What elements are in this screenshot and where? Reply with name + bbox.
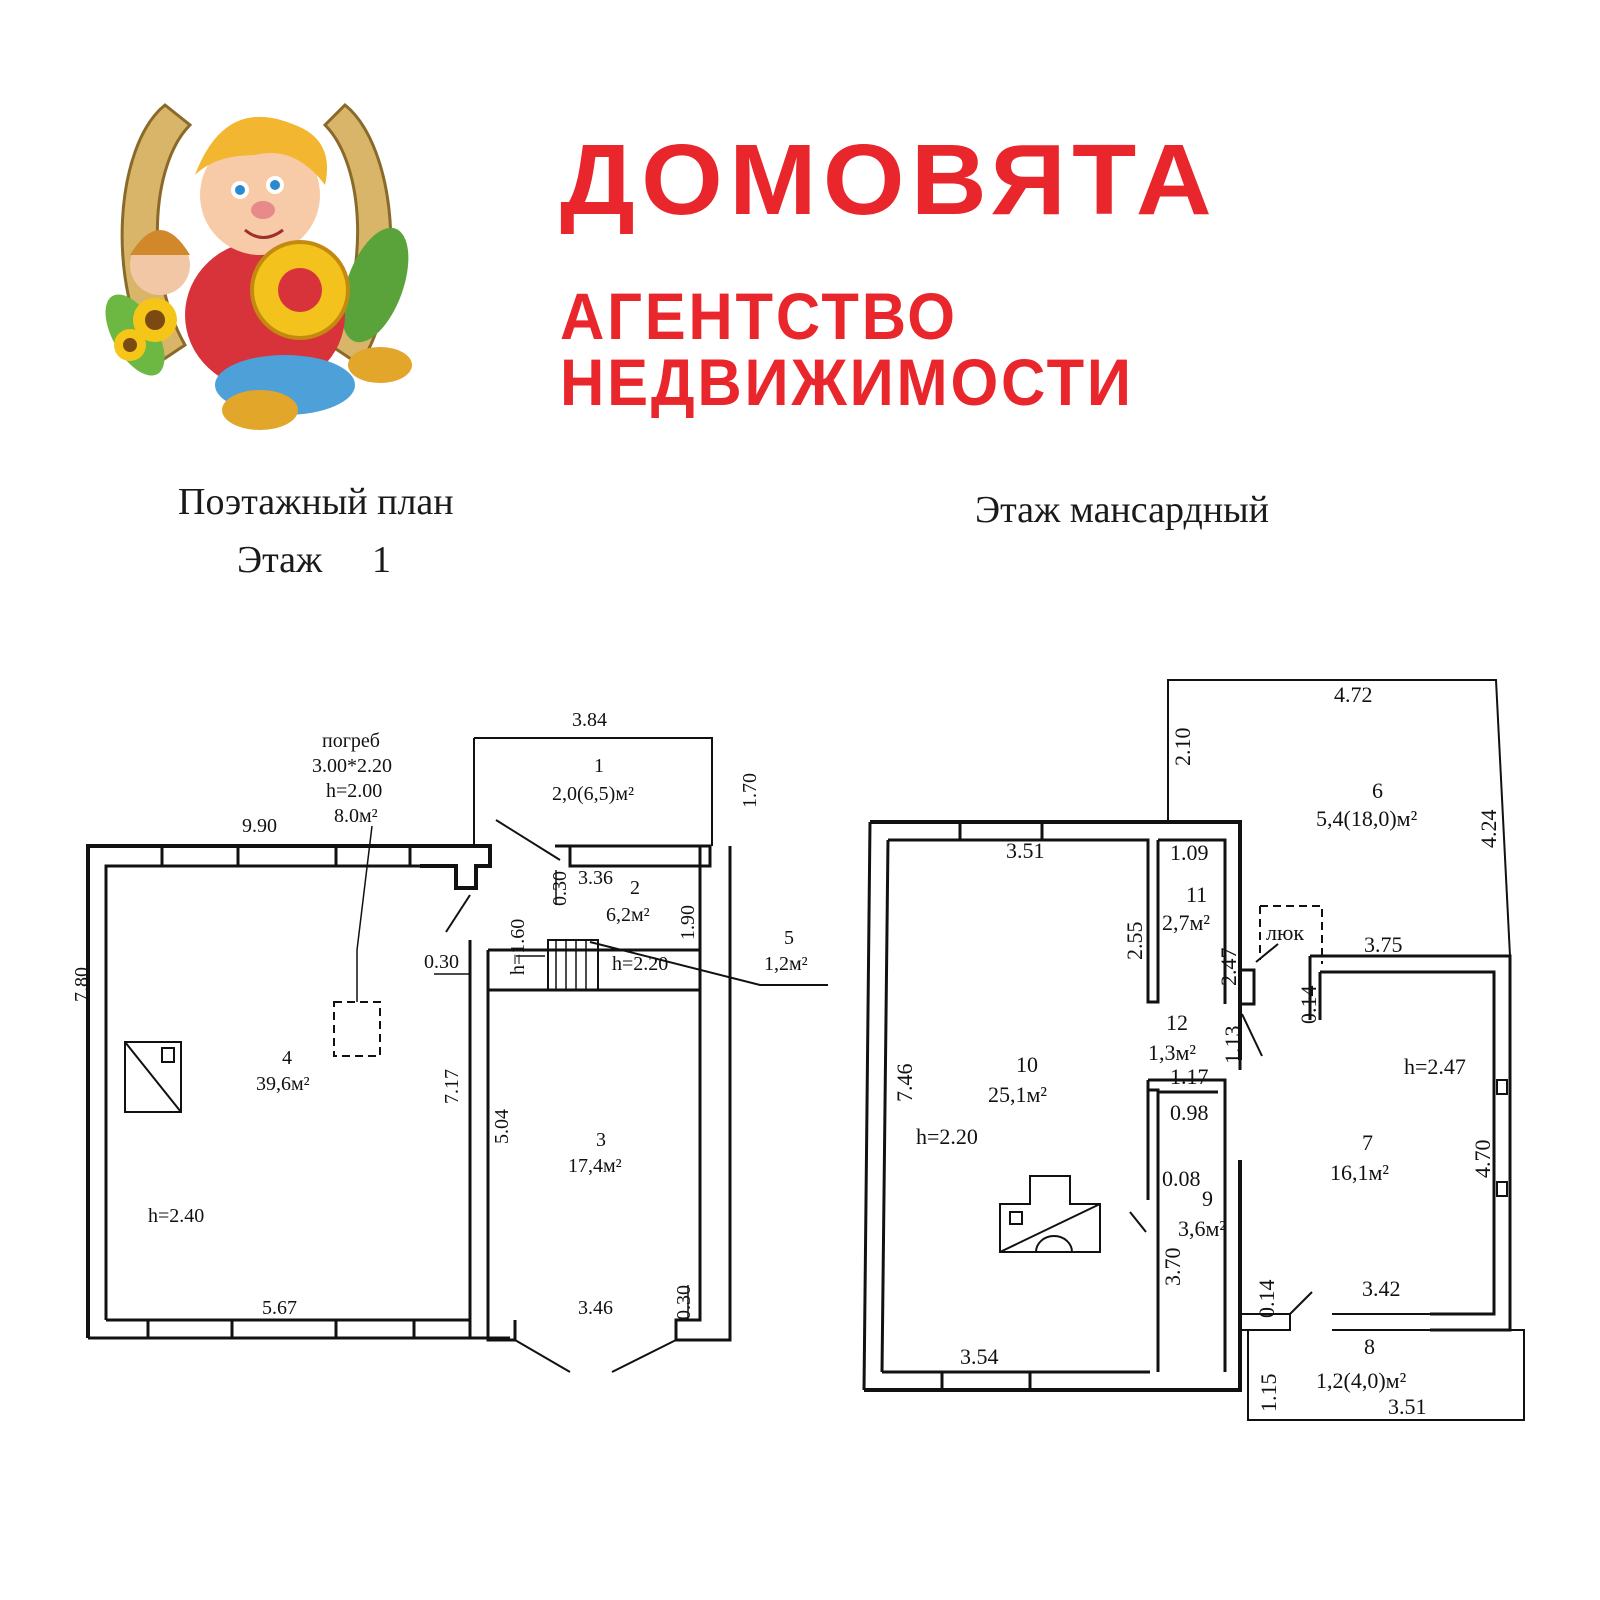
room9-area: 3,6м² bbox=[1178, 1216, 1226, 1241]
room8-num: 8 bbox=[1364, 1334, 1375, 1359]
room11-num: 11 bbox=[1186, 882, 1207, 907]
room10-num: 10 bbox=[1016, 1052, 1038, 1077]
room10-area: 25,1м² bbox=[988, 1082, 1047, 1107]
floor1-heading: Поэтажный план bbox=[178, 481, 454, 523]
room2-area: 6,2м² bbox=[606, 904, 650, 926]
room5-num: 5 bbox=[784, 927, 794, 949]
room8-area: 1,2(4,0)м² bbox=[1316, 1368, 1407, 1393]
dim-room7-bottom: 3.42 bbox=[1362, 1276, 1401, 1301]
dim-room3-left: 5.04 bbox=[491, 1109, 513, 1144]
room12-num: 12 bbox=[1166, 1010, 1188, 1035]
logo-illustration bbox=[95, 85, 425, 445]
height-room4: h=2.40 bbox=[148, 1205, 204, 1227]
floor1-number: 1 bbox=[372, 539, 391, 581]
dim-room9-0-08: 0.08 bbox=[1162, 1166, 1201, 1191]
dim-balcony-left: 2.10 bbox=[1170, 728, 1195, 767]
cellar-area: 8.0м² bbox=[334, 805, 378, 827]
cellar-label: погреб bbox=[322, 730, 380, 752]
room2-num: 2 bbox=[630, 877, 640, 899]
dim-porch-depth: 1.70 bbox=[739, 773, 761, 808]
room3-num: 3 bbox=[596, 1129, 606, 1151]
dim-f1-0-30c: 0.30 bbox=[673, 1285, 695, 1320]
dim-balcony-width: 4.72 bbox=[1334, 682, 1373, 707]
dim-room2-depth: 1.90 bbox=[677, 905, 699, 940]
hatch-label: люк bbox=[1266, 920, 1304, 945]
room4-num: 4 bbox=[282, 1047, 292, 1069]
dim-porch-width: 3.84 bbox=[572, 709, 607, 731]
room12-area: 1,3м² bbox=[1148, 1040, 1196, 1065]
dim-room7-0-14a: 0.14 bbox=[1296, 986, 1321, 1025]
dim-room10-bottom: 3.54 bbox=[960, 1344, 999, 1369]
brand-name: ДОМОВЯТА bbox=[560, 124, 1219, 236]
dim-f1-0-30a: 0.30 bbox=[424, 951, 459, 973]
floor1-label: Этаж bbox=[237, 539, 323, 581]
dim-room9-top: 0.98 bbox=[1170, 1100, 1209, 1125]
cellar-size: 3.00*2.20 bbox=[312, 755, 392, 777]
dim-room12-right: 1.13 bbox=[1220, 1026, 1245, 1065]
room6-num: 6 bbox=[1372, 778, 1383, 803]
height-room2: h=2.20 bbox=[612, 953, 668, 975]
room7-num: 7 bbox=[1362, 1130, 1373, 1155]
dim-room2-width: 3.36 bbox=[578, 867, 613, 889]
dim-room3-bottom: 3.46 bbox=[578, 1297, 613, 1319]
cellar-height: h=2.00 bbox=[326, 780, 382, 802]
room1-num: 1 bbox=[594, 755, 604, 777]
dim-room10-top: 3.51 bbox=[1006, 838, 1045, 863]
dim-room7-top: 3.75 bbox=[1364, 932, 1403, 957]
dim-f1-0-30b: 0.30 bbox=[549, 871, 571, 906]
dim-balcony-right: 4.24 bbox=[1476, 810, 1501, 849]
height-room7: h=2.47 bbox=[1404, 1054, 1466, 1079]
dim-room11-right: 2.47 bbox=[1216, 948, 1241, 987]
dim-room8-left: 1.15 bbox=[1256, 1374, 1281, 1413]
dim-room4-inner: 7.17 bbox=[441, 1069, 463, 1104]
height-stair: h=1.60 bbox=[507, 919, 529, 975]
room9-num: 9 bbox=[1202, 1186, 1213, 1211]
dim-room11-top: 1.09 bbox=[1170, 840, 1209, 865]
dim-room11-left: 2.55 bbox=[1122, 922, 1147, 961]
room5-area: 1,2м² bbox=[764, 953, 808, 975]
dim-room7-0-14b: 0.14 bbox=[1254, 1280, 1279, 1319]
room4-area: 39,6м² bbox=[256, 1073, 310, 1095]
room11-area: 2,7м² bbox=[1162, 910, 1210, 935]
room3-area: 17,4м² bbox=[568, 1155, 622, 1177]
attic-heading: Этаж мансардный bbox=[975, 489, 1269, 531]
dim-room7-right: 4.70 bbox=[1470, 1140, 1495, 1179]
dim-f1-top: 9.90 bbox=[242, 815, 277, 837]
room7-area: 16,1м² bbox=[1330, 1160, 1389, 1185]
dim-f1-bottom: 5.67 bbox=[262, 1297, 297, 1319]
dim-room12-bottom: 1.17 bbox=[1170, 1064, 1209, 1089]
room6-area: 5,4(18,0)м² bbox=[1316, 806, 1418, 831]
wall-room4-outer bbox=[86, 844, 466, 1338]
dim-room10-left: 7.46 bbox=[892, 1064, 917, 1103]
brand-subtitle: АГЕНТСТВО НЕДВИЖИМОСТИ bbox=[560, 279, 1134, 419]
room1-area: 2,0(6,5)м² bbox=[552, 783, 634, 805]
height-room10: h=2.20 bbox=[916, 1124, 978, 1149]
dim-room8-bottom: 3.51 bbox=[1388, 1394, 1427, 1419]
dim-f1-left: 7.80 bbox=[71, 967, 93, 1002]
dim-room9-left: 3.70 bbox=[1160, 1248, 1185, 1287]
